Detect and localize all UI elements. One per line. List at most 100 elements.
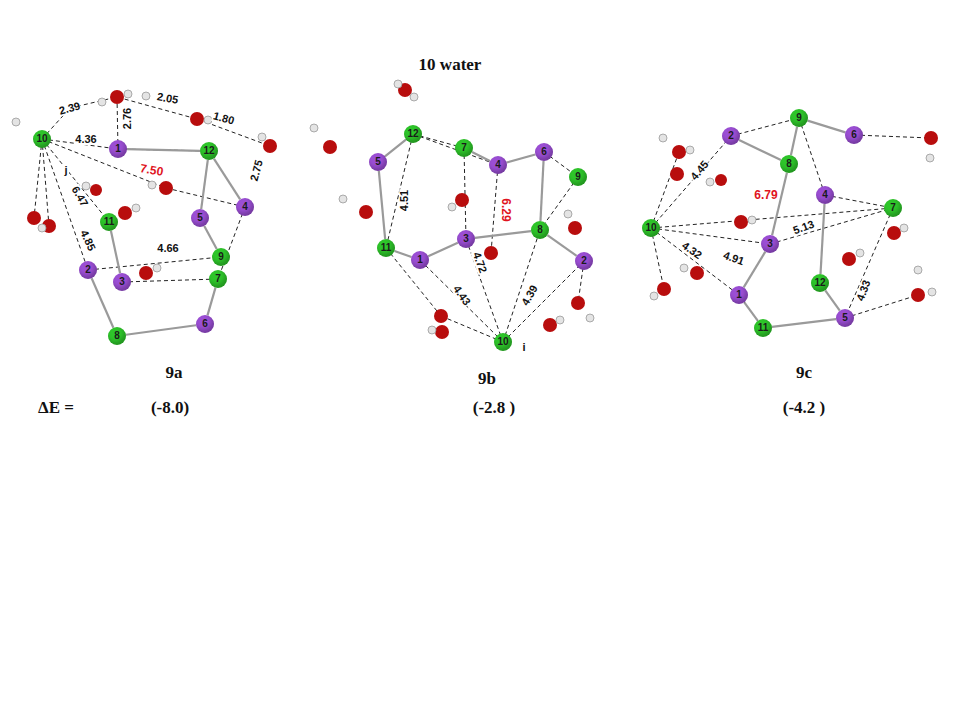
atom-sphere: 3 — [457, 230, 475, 248]
atom-number: 4 — [495, 160, 501, 170]
atom-sphere: 9 — [790, 109, 808, 127]
atom-sphere: 11 — [754, 319, 772, 337]
atom-sphere: 8 — [780, 155, 798, 173]
distance-label: 1.80 — [211, 110, 236, 127]
atom-sphere: 4 — [489, 156, 507, 174]
covalent-bond — [507, 154, 536, 162]
distance-label: 2.05 — [156, 91, 181, 106]
caption-text: (-8.0) — [151, 399, 189, 416]
covalent-bond — [385, 140, 406, 157]
atom-number: 4 — [822, 190, 828, 200]
atom-number: 12 — [203, 146, 214, 156]
atom-number: 10 — [645, 223, 656, 233]
distance-label: 4.39 — [519, 282, 540, 308]
atom-sphere: 4 — [236, 198, 254, 216]
atom-number: 8 — [114, 331, 120, 341]
covalent-bond — [475, 231, 531, 238]
atom-sphere: 5 — [836, 309, 854, 327]
distance-label: i — [521, 342, 526, 353]
atom-number: 1 — [417, 255, 423, 265]
atom-sphere: 6 — [535, 143, 553, 161]
atom-number: 12 — [407, 129, 418, 139]
atom-sphere: 5 — [191, 209, 209, 227]
atom-number: 11 — [758, 323, 769, 333]
atom-number: 10 — [497, 337, 508, 347]
atom-sphere: 12 — [404, 125, 422, 143]
distance-label: 5.13 — [791, 218, 817, 236]
distance-label: 2.75 — [249, 157, 266, 182]
atom-number: 2 — [728, 131, 734, 141]
atom-number: 1 — [736, 290, 742, 300]
atom-number: 7 — [461, 143, 467, 153]
distance-label: 4.33 — [855, 277, 873, 303]
covalent-bond — [379, 171, 385, 239]
atom-sphere: 10 — [494, 333, 512, 351]
covalent-bond — [214, 159, 240, 200]
atom-number: 7 — [890, 203, 896, 213]
atom-sphere: 2 — [79, 261, 97, 279]
distance-label: 6.47 — [69, 183, 90, 209]
covalent-bond — [111, 231, 120, 273]
atom-number: 4 — [242, 202, 248, 212]
covalent-bond — [472, 152, 490, 161]
caption-text: 9b — [478, 370, 496, 387]
covalent-bond — [744, 252, 766, 288]
atom-sphere: 6 — [845, 126, 863, 144]
atom-sphere: 11 — [100, 213, 118, 231]
atom-sphere: 12 — [200, 142, 218, 160]
atom-sphere: 9 — [569, 168, 587, 186]
covalent-bond — [394, 251, 411, 257]
covalent-bond — [547, 235, 576, 256]
atom-number: 6 — [202, 319, 208, 329]
atom-sphere: 1 — [730, 286, 748, 304]
atom-number: 7 — [215, 274, 221, 284]
caption-text: 9a — [166, 364, 183, 381]
covalent-bond — [772, 173, 787, 235]
distance-label: 4.43 — [451, 282, 473, 307]
atom-number: 3 — [463, 234, 469, 244]
distance-label: 7.50 — [138, 162, 165, 178]
caption-text: (-4.2 ) — [783, 399, 825, 416]
caption-text: 9c — [796, 364, 812, 381]
atom-sphere: 9 — [212, 248, 230, 266]
atom-sphere: 7 — [884, 199, 902, 217]
water-molecules — [12, 80, 938, 339]
atom-number: 6 — [541, 147, 547, 157]
atom-number: 5 — [375, 157, 381, 167]
atom-number: 11 — [381, 243, 392, 253]
atom-number: 6 — [851, 130, 857, 140]
covalent-bond — [808, 121, 846, 133]
atom-sphere: 2 — [575, 252, 593, 270]
distance-label: 2.39 — [57, 100, 82, 117]
distance-label: 2.76 — [122, 106, 133, 129]
atom-sphere: 3 — [113, 273, 131, 291]
caption-text: (-2.8 ) — [473, 399, 515, 416]
atom-sphere: 7 — [209, 270, 227, 288]
covalent-bond — [127, 149, 200, 151]
covalent-bond — [428, 243, 458, 257]
covalent-bond — [92, 278, 114, 328]
distance-label: 4.91 — [721, 249, 747, 267]
caption-text: 10 water — [419, 56, 482, 73]
atom-number: 5 — [197, 213, 203, 223]
atom-number: 8 — [537, 225, 543, 235]
atom-sphere: 11 — [377, 239, 395, 257]
atom-number: 9 — [575, 172, 581, 182]
atom-number: 10 — [36, 134, 47, 144]
covalent-bond — [207, 288, 215, 316]
atom-sphere: 5 — [369, 153, 387, 171]
atom-number: 12 — [814, 278, 825, 288]
covalent-bond — [126, 325, 196, 335]
distance-label: 4.36 — [74, 134, 97, 145]
atom-number: 5 — [842, 313, 848, 323]
covalent-bond — [540, 161, 543, 221]
atom-number: 8 — [786, 159, 792, 169]
covalent-bond — [201, 160, 208, 209]
atom-sphere: 1 — [411, 251, 429, 269]
atom-sphere: 8 — [108, 327, 126, 345]
atom-number: 1 — [115, 144, 121, 154]
atom-number: 3 — [767, 239, 773, 249]
covalent-bond — [204, 226, 216, 249]
